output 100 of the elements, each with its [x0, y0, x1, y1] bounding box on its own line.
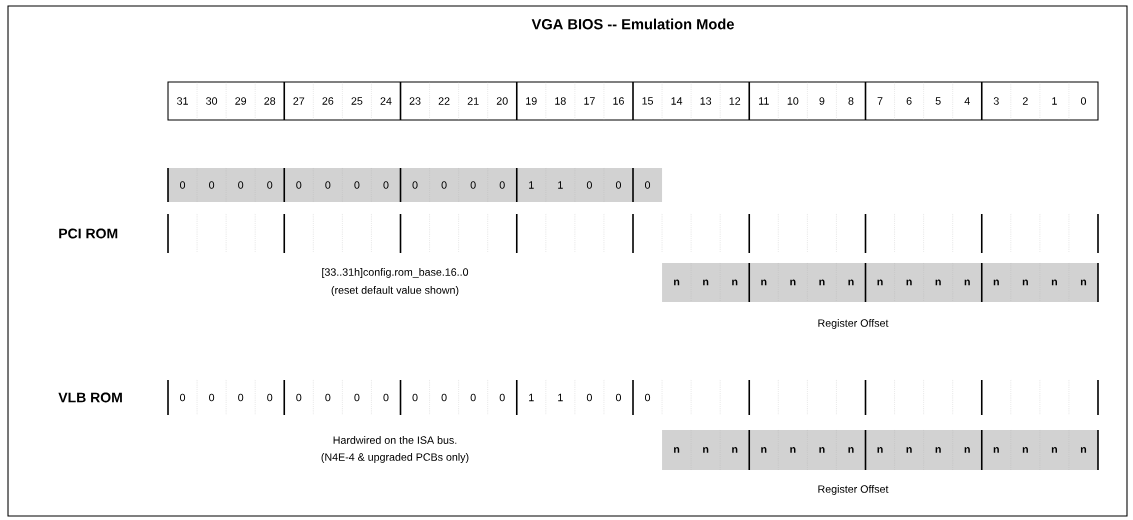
bit-value: n — [819, 447, 825, 453]
bit-value: n — [848, 447, 854, 453]
caption-text: [33..31h]config.rom_base.16..0 — [322, 268, 469, 278]
bit-value: n — [964, 447, 970, 453]
caption-text: Register Offset — [818, 319, 889, 329]
bit-value: 0 — [267, 181, 273, 189]
caption-text: (reset default value shown) — [331, 286, 459, 296]
bit-number: 15 — [642, 97, 653, 105]
bit-value: n — [1051, 279, 1057, 286]
bit-value: n — [906, 447, 912, 453]
bit-number: 13 — [700, 97, 712, 105]
bit-value: 0 — [325, 181, 331, 189]
bit-number: 11 — [759, 97, 769, 105]
bit-value: n — [703, 447, 709, 453]
bit-value: 0 — [470, 181, 476, 189]
bit-value: n — [906, 279, 912, 286]
bit-value: 0 — [180, 393, 186, 402]
bit-value: n — [935, 279, 941, 286]
bit-value: 0 — [296, 393, 302, 402]
bit-value: n — [790, 447, 796, 453]
bit-number: 1 — [1052, 97, 1057, 105]
caption-text: Register Offset — [818, 485, 889, 495]
bit-value: n — [993, 279, 999, 286]
bit-value: n — [790, 279, 796, 286]
bit-number: 5 — [935, 97, 941, 105]
bit-value: 0 — [209, 181, 215, 189]
bit-value: 0 — [238, 393, 244, 402]
bit-value: 1 — [558, 181, 563, 189]
bit-value: n — [819, 279, 825, 286]
bit-value: 0 — [325, 393, 331, 402]
bit-value: 0 — [209, 393, 215, 402]
bit-value: 0 — [296, 181, 302, 189]
bit-number: 3 — [993, 97, 999, 105]
bit-value: n — [732, 279, 738, 286]
bit-value: 0 — [354, 181, 360, 189]
row-label: PCI ROM — [59, 228, 118, 239]
bit-number: 27 — [293, 97, 305, 105]
bit-number: 18 — [555, 97, 566, 105]
bit-number: 2 — [1022, 97, 1028, 105]
bit-number: 30 — [206, 97, 218, 105]
bit-value: 0 — [267, 393, 273, 402]
bit-value: 0 — [645, 181, 651, 189]
bit-number: 0 — [1080, 97, 1086, 105]
bit-value: 0 — [441, 393, 447, 402]
caption-text: Hardwired on the ISA bus. — [333, 436, 457, 444]
bit-value: n — [877, 279, 883, 286]
bit-number: 6 — [906, 97, 912, 105]
bit-number: 20 — [496, 97, 508, 105]
bit-value: 0 — [499, 181, 505, 189]
bit-value: n — [993, 447, 999, 453]
bit-value: n — [877, 447, 883, 453]
bit-value: 0 — [645, 393, 651, 402]
bit-number: 21 — [467, 97, 479, 105]
bit-value: 1 — [558, 393, 563, 402]
bit-number: 25 — [351, 97, 363, 105]
bit-value: 1 — [529, 181, 534, 189]
bit-value: n — [848, 279, 854, 286]
bit-number: 24 — [380, 97, 392, 105]
row-label: VLB ROM — [58, 392, 122, 403]
bit-value: 0 — [354, 393, 360, 402]
bit-value: 0 — [586, 393, 592, 402]
bit-value: 0 — [470, 393, 476, 402]
bit-value: 0 — [499, 393, 505, 402]
bit-value: n — [732, 447, 738, 453]
title: VGA BIOS -- Emulation Mode — [531, 18, 734, 30]
bit-number: 9 — [819, 97, 825, 105]
bit-number: 7 — [877, 97, 883, 105]
bit-number: 22 — [438, 97, 450, 105]
bit-value: n — [1080, 279, 1087, 286]
bit-number: 29 — [235, 97, 247, 105]
bit-value: 0 — [586, 181, 592, 189]
bit-value: 0 — [615, 181, 622, 189]
bit-number: 14 — [671, 97, 683, 105]
bit-value: 0 — [412, 181, 418, 189]
bit-value: 0 — [383, 393, 389, 402]
bit-number: 4 — [964, 97, 970, 105]
bit-value: 0 — [238, 181, 244, 189]
bit-value: 1 — [529, 393, 534, 402]
bit-number: 12 — [729, 97, 741, 105]
bit-value: n — [761, 279, 767, 286]
bit-value: n — [1080, 447, 1087, 453]
bit-value: n — [935, 447, 941, 453]
bit-number: 16 — [613, 97, 624, 105]
bit-value: 0 — [180, 181, 186, 189]
bit-value: 0 — [441, 181, 447, 189]
bit-value: n — [964, 279, 970, 286]
bit-number: 19 — [526, 97, 537, 105]
bit-value: 0 — [383, 181, 389, 189]
caption-text: (N4E-4 & upgraded PCBs only) — [321, 453, 469, 463]
bit-number: 8 — [848, 97, 854, 105]
bit-value: n — [761, 447, 767, 453]
bit-value: n — [1022, 279, 1028, 286]
bit-number: 17 — [584, 97, 595, 105]
bit-number: 23 — [409, 97, 421, 105]
bit-number: 28 — [264, 97, 276, 105]
bit-value: 0 — [615, 393, 622, 402]
bit-value: n — [703, 279, 709, 286]
bit-value: n — [1022, 447, 1028, 453]
bit-value: n — [1051, 447, 1057, 453]
bit-number: 26 — [322, 97, 334, 105]
